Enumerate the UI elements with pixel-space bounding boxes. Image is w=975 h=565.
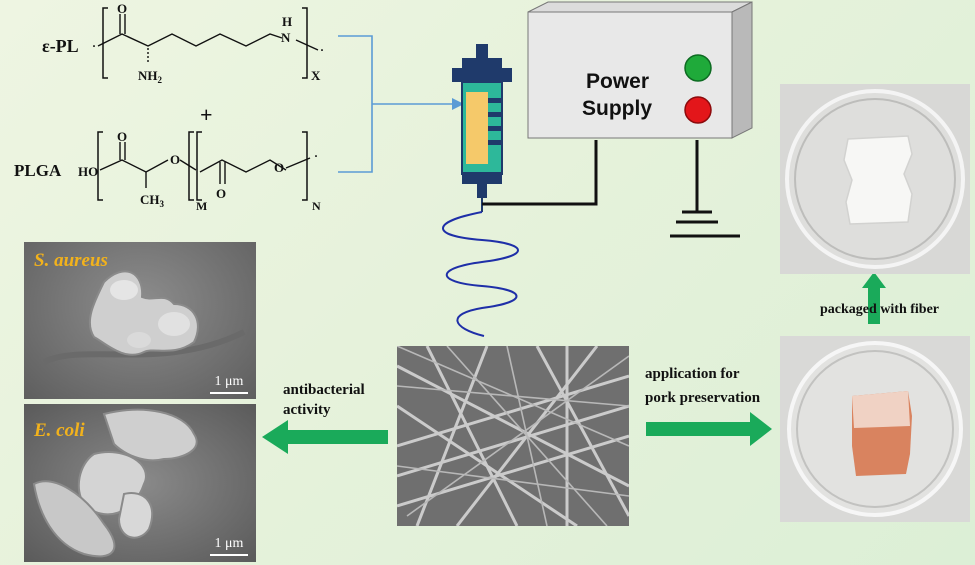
epl-o: O [117, 1, 127, 16]
sem-image-e-coli: E. coli 1 μm [24, 404, 256, 562]
svg-text:CH3: CH3 [140, 192, 165, 209]
epl-h: H [282, 14, 292, 29]
svg-text:·: · [314, 149, 318, 163]
power-supply-line2: Supply [582, 97, 653, 120]
svg-text:·: · [320, 43, 324, 57]
application-label-line1: application for [645, 366, 740, 382]
electrospinning-jet [442, 211, 519, 337]
power-supply-line1: Power [586, 70, 650, 93]
svg-text:N: N [312, 199, 321, 213]
arrow-packaged [862, 272, 886, 324]
petri-dish-pork-photo [780, 336, 970, 522]
svg-text:NH2: NH2 [138, 68, 163, 85]
arrow-to-antibacterial [262, 420, 388, 454]
application-label-line2: pork preservation [645, 390, 761, 406]
scale-bar-label: 1 μm [214, 374, 244, 389]
svg-text:O: O [216, 186, 226, 201]
epl-label: ε-PL [42, 36, 79, 56]
epl-n: N [281, 30, 291, 45]
plus-sign: + [200, 102, 213, 127]
green-indicator-light [684, 54, 712, 82]
plga-ho: HO [78, 164, 98, 179]
epl-x: X [311, 68, 321, 83]
antibacterial-label: antibacterial activity [283, 382, 365, 418]
chemical-structures: ε-PL · · O NH2 H N X + PLGA HO O CH3 O M… [14, 1, 324, 213]
petri-dish-packaged-photo [780, 84, 970, 274]
svg-text:M: M [196, 199, 207, 213]
sem-label-s-aureus: S. aureus [34, 250, 108, 271]
svg-text:·: · [92, 39, 96, 53]
svg-text:O: O [170, 152, 180, 167]
arrow-to-application [646, 412, 772, 446]
nanofiber-sem-image [397, 346, 629, 526]
svg-text:O: O [117, 129, 127, 144]
red-indicator-light [684, 96, 712, 124]
sem-label-e-coli: E. coli [34, 420, 85, 441]
scale-bar-label: 1 μm [214, 536, 244, 551]
svg-text:O: O [274, 160, 284, 175]
packaged-label: packaged with fiber [820, 302, 939, 317]
syringe-icon [452, 44, 512, 212]
sem-image-s-aureus: S. aureus 1 μm [24, 242, 256, 399]
plga-label: PLGA [14, 161, 62, 180]
